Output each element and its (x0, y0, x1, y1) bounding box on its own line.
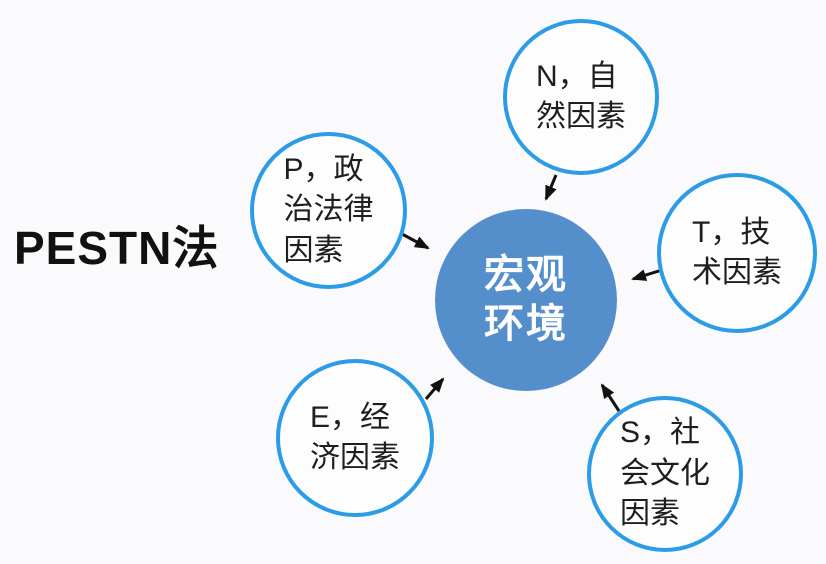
node-text-line: 术因素 (692, 256, 782, 289)
node-macro-environment: 宏观 环境 (435, 209, 617, 391)
arrow-economic-to-center (424, 377, 445, 400)
node-text-line: 因素 (283, 233, 344, 267)
node-natural-factors: N，自 然因素 (503, 19, 659, 175)
node-social-factors: S，社 会文化 因素 (587, 396, 743, 552)
node-text-line: S，社 (620, 416, 701, 450)
node-text-line: P，政 (283, 152, 364, 186)
arrow-political-to-center (401, 232, 430, 250)
node-political-factors-label: P，政 治法律 因素 (284, 150, 374, 272)
arrow-technical-to-center (631, 268, 663, 281)
node-text-line: 因素 (620, 497, 680, 531)
node-text-line: N，自 (536, 59, 618, 93)
node-text-line: 宏观 (484, 253, 568, 298)
node-text-line: T，技 (692, 215, 771, 249)
node-technical-factors: T，技 术因素 (657, 173, 817, 333)
node-economic-factors-label: E，经 济因素 (310, 398, 400, 479)
node-economic-factors: E，经 济因素 (276, 359, 434, 517)
node-text-line: 然因素 (536, 100, 626, 133)
node-technical-factors-label: T，技 术因素 (692, 213, 782, 294)
node-text-line: 济因素 (310, 441, 400, 474)
node-political-factors: P，政 治法律 因素 (250, 132, 407, 289)
node-social-factors-label: S，社 会文化 因素 (620, 413, 710, 535)
node-macro-environment-label: 宏观 环境 (484, 251, 568, 349)
node-text-line: 环境 (484, 302, 568, 346)
arrow-social-to-center (600, 383, 621, 412)
node-text-line: 会文化 (620, 456, 710, 490)
node-text-line: 治法律 (283, 193, 374, 227)
diagram-title: PESTN法 (14, 222, 220, 274)
arrow-natural-to-center (544, 174, 558, 201)
node-text-line: E，经 (310, 400, 391, 434)
node-natural-factors-label: N，自 然因素 (536, 57, 626, 138)
